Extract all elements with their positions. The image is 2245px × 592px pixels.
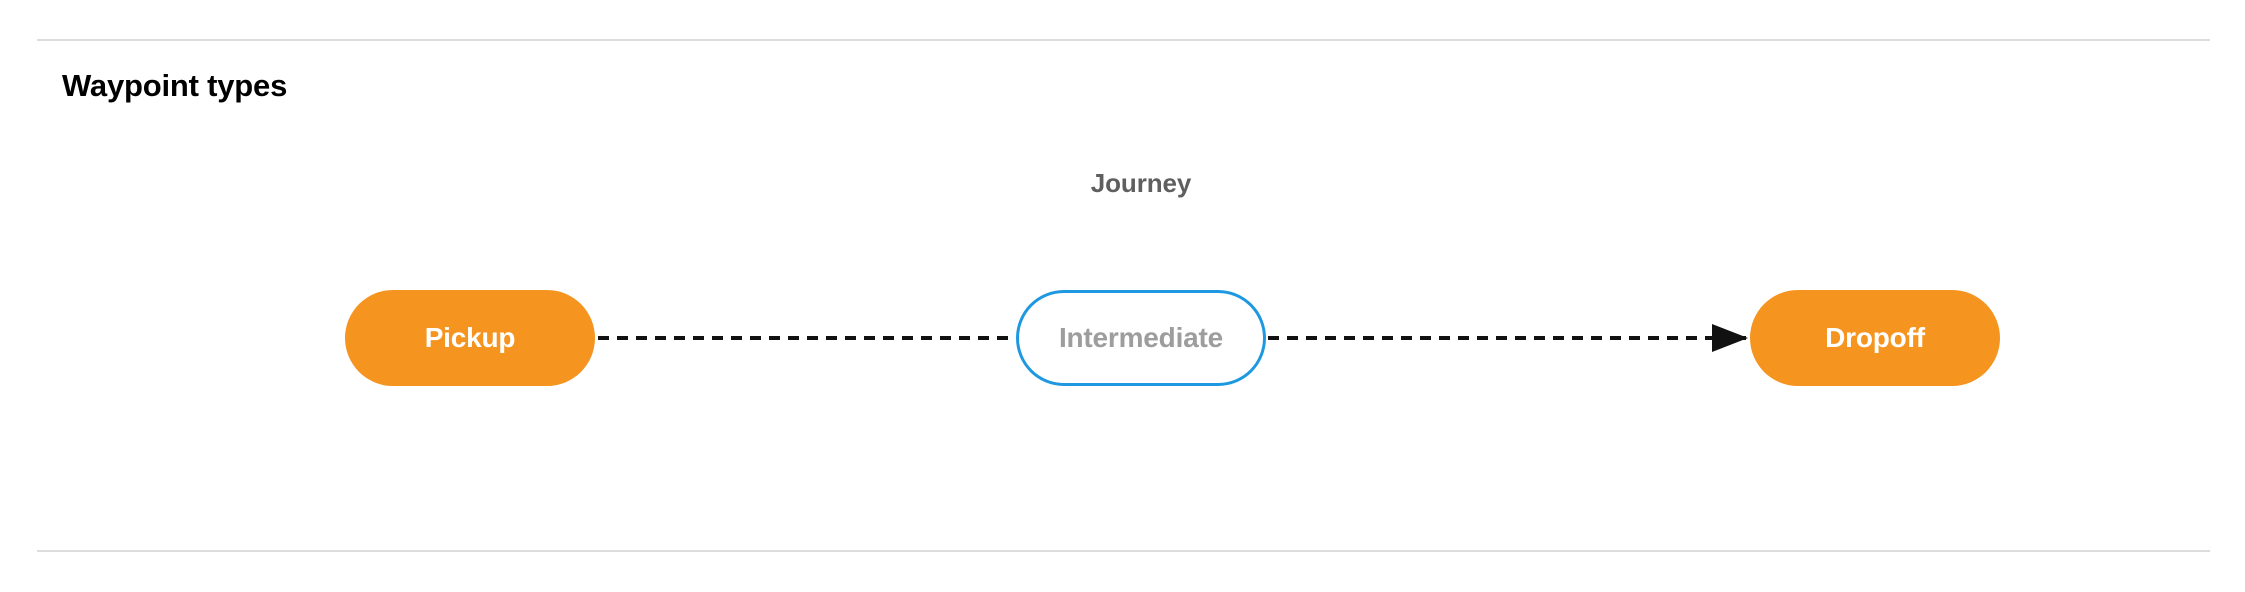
page-title: Waypoint types: [62, 68, 288, 103]
node-dropoff-label: Dropoff: [1825, 322, 1925, 353]
section-divider-top: [37, 39, 2210, 41]
node-dropoff[interactable]: Dropoff: [1750, 290, 2000, 386]
journey-group-label: Journey: [1090, 168, 1192, 198]
node-intermediate[interactable]: Intermediate: [1016, 290, 1266, 386]
node-pickup[interactable]: Pickup: [345, 290, 595, 386]
section-divider-bottom: [37, 550, 2210, 552]
node-pickup-label: Pickup: [424, 322, 516, 353]
node-intermediate-label: Intermediate: [1058, 322, 1224, 353]
